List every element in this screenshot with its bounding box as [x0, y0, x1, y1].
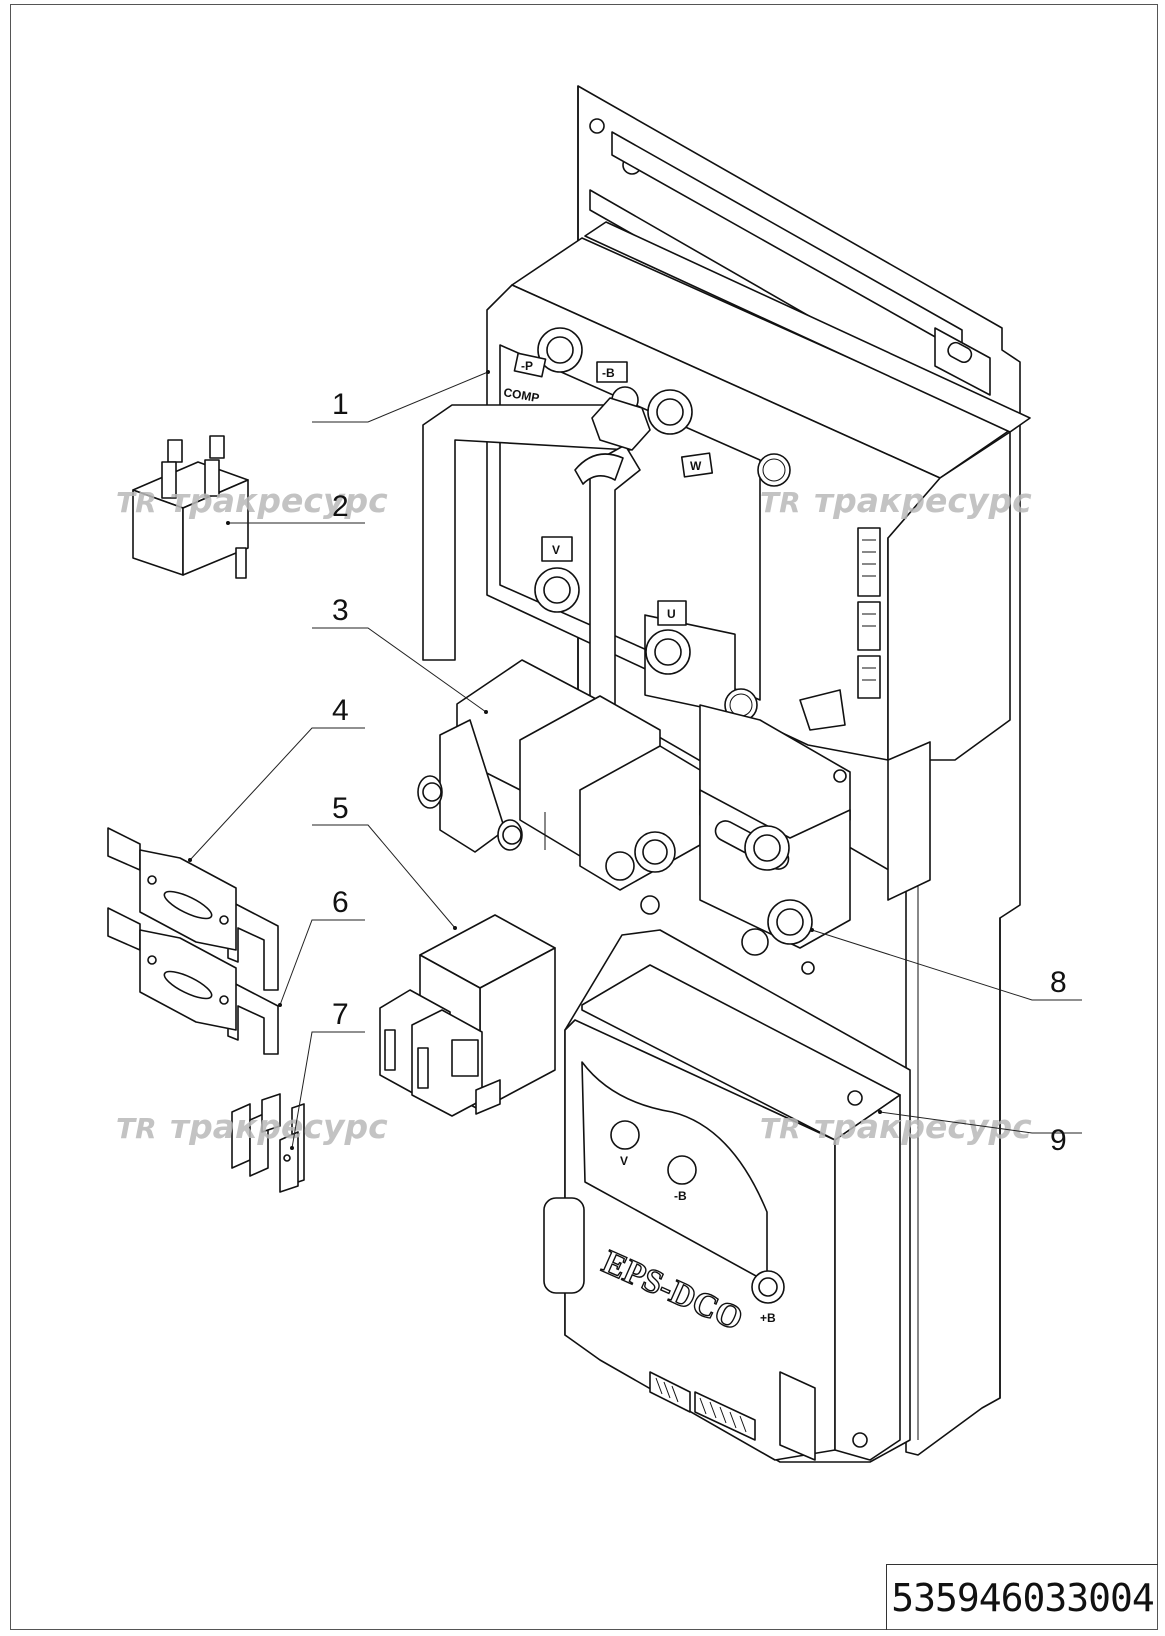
terminal-label-comp: COMP	[502, 385, 540, 405]
callout-8: 8	[1050, 966, 1067, 999]
watermark-text: тракресурс	[170, 481, 388, 520]
eps-dco-controller: V -B +B EPS-DCO	[543, 929, 911, 1463]
drawing-frame	[10, 4, 1158, 1630]
callout-2: 2	[332, 490, 349, 523]
callout-3: 3	[332, 594, 349, 627]
watermark-logo: TR	[760, 1112, 801, 1145]
fuse-large-lower	[107, 907, 279, 1055]
lower-terminal-label-minus-b: -B	[674, 1189, 687, 1203]
watermarks: TR тракресурс TR тракресурс TR тракресур…	[116, 481, 1032, 1146]
callout-leaders	[188, 370, 1082, 1150]
callout-4: 4	[332, 694, 349, 727]
fuse-large-upper	[107, 827, 279, 991]
fuse-bracket	[605, 704, 851, 975]
watermark-text: тракресурс	[814, 1107, 1032, 1146]
callout-6: 6	[332, 886, 349, 919]
relay	[132, 435, 249, 579]
watermark-text: тракресурс	[814, 481, 1032, 520]
callout-5: 5	[332, 792, 349, 825]
terminal-label-minus-b: -B	[602, 366, 615, 380]
callout-9: 9	[1050, 1124, 1067, 1157]
blade-fuse	[231, 1093, 305, 1193]
bus-bars	[422, 397, 651, 721]
watermark-logo: TR	[116, 1112, 157, 1145]
watermark-logo: TR	[760, 486, 801, 519]
callout-1: 1	[332, 388, 349, 421]
terminal-label-v: V	[552, 543, 560, 557]
terminal-label-w: W	[690, 459, 702, 473]
terminal-label-u: U	[667, 607, 676, 621]
lower-terminal-label-plus-b: +B	[760, 1311, 776, 1325]
callout-7: 7	[332, 998, 349, 1031]
callout-numbers: 1 2 3 4 5 6 7 8 9	[332, 388, 1067, 1157]
terminal-label-minus-p: -P	[521, 359, 533, 373]
watermark-text: тракресурс	[170, 1107, 388, 1146]
watermark-logo: TR	[116, 486, 157, 519]
lower-terminal-label-v: V	[620, 1154, 628, 1168]
document-number: 535946033004	[886, 1564, 1158, 1630]
fuse-holder	[379, 914, 556, 1117]
